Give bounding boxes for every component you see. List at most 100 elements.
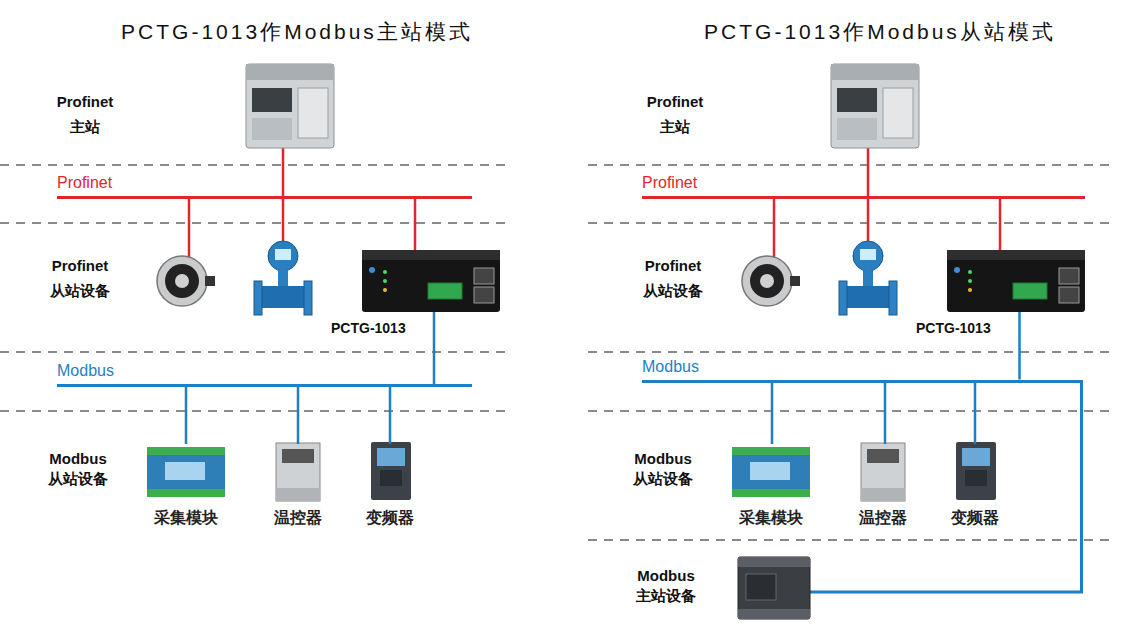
bus-line: Modbus: [642, 380, 1083, 383]
bus-connector: [974, 383, 977, 445]
gateway-led: [383, 288, 387, 292]
gateway-led: [383, 270, 387, 274]
plc-device: [246, 64, 334, 148]
tier-label: Modbus 主站设备: [621, 566, 711, 606]
gateway-port: [474, 287, 494, 303]
dashed-separator: [588, 539, 1110, 541]
bus-connector: [771, 383, 774, 445]
controller-display: [282, 449, 314, 463]
device-caption: PCTG-1013: [331, 319, 406, 337]
flowmeter-flange: [254, 281, 262, 315]
encoder-device: [157, 256, 215, 306]
bus-connector: [297, 387, 300, 444]
module-terminal: [147, 447, 225, 455]
device-box: 温控器: [272, 444, 324, 528]
module-label-plate: [165, 462, 205, 480]
module-terminal: [147, 489, 225, 497]
dashed-separator: [0, 410, 510, 412]
encoder-body: [157, 256, 207, 306]
encoder-face: [165, 264, 199, 298]
device-caption: 变频器: [336, 508, 444, 528]
gateway-port: [474, 268, 494, 284]
gateway-box: PCTG-1013: [362, 250, 500, 312]
encoder-cable: [205, 276, 215, 286]
dashed-separator: [0, 164, 510, 166]
device-caption: 采集模块: [700, 508, 842, 528]
bus-label: Profinet: [57, 173, 112, 193]
module-body: [147, 447, 225, 497]
controller-body: [276, 443, 320, 501]
profinet-drop: [188, 197, 191, 262]
bus-line: Profinet: [642, 196, 1085, 199]
profinet-drop: [282, 145, 285, 244]
plc-body: [246, 64, 334, 148]
encoder-shaft: [175, 274, 189, 288]
flowmeter-flange: [304, 281, 312, 315]
acquisition-module: [147, 447, 225, 497]
gateway-terminal: [428, 283, 462, 299]
bus-connector: [999, 199, 1002, 250]
dashed-separator: [588, 410, 1110, 412]
inverter-body: [371, 442, 411, 500]
bus-connector: [884, 383, 887, 445]
bus-label: Modbus: [57, 361, 114, 381]
flowmeter-display: [275, 249, 291, 260]
plc-top: [246, 64, 334, 80]
inverter-display: [377, 448, 405, 466]
flowmeter-device: [254, 241, 312, 315]
plc-terminal: [738, 557, 810, 567]
device-caption: 变频器: [921, 508, 1029, 528]
tier-label: Profinet 从站设备: [628, 253, 718, 303]
device-caption: PCTG-1013: [916, 319, 991, 337]
device-caption: 采集模块: [115, 508, 257, 528]
gateway-led: [383, 279, 387, 283]
device-box: 采集模块: [145, 444, 227, 528]
bus-connector: [414, 199, 417, 250]
tier-label: Modbus 从站设备: [33, 449, 123, 489]
controller-base: [276, 488, 320, 501]
panel-title: PCTG-1013作Modbus从站模式: [620, 18, 1140, 46]
gateway-body: [362, 250, 500, 312]
plc-cover: [298, 88, 328, 138]
device-illustrations: [147, 64, 500, 501]
modbus-bus-extension: [808, 381, 1082, 592]
tier-label: Profinet 主站: [630, 89, 720, 139]
device-caption: 温控器: [242, 508, 354, 528]
gateway-box: PCTG-1013: [947, 250, 1085, 312]
panel-title: PCTG-1013作Modbus主站模式: [37, 18, 557, 46]
tier-separators: [0, 165, 1110, 540]
modbus-master-plc: [738, 557, 810, 619]
gateway-top: [362, 250, 500, 260]
flowmeter-neck: [278, 270, 288, 286]
device-box: 变频器: [951, 444, 999, 528]
plc-panel: [746, 574, 776, 600]
bus-label: Modbus: [642, 357, 699, 377]
plc-panel: [252, 88, 292, 112]
frequency-inverter: [371, 442, 411, 500]
bus-line: Profinet: [57, 196, 472, 199]
dashed-separator: [0, 222, 510, 224]
tier-label: Modbus 从站设备: [618, 449, 708, 489]
gateway-device: [362, 250, 500, 312]
bus-connector: [389, 387, 392, 444]
dashed-separator: [588, 222, 1110, 224]
flowmeter-head: [268, 241, 298, 271]
device-illustrations-copy: [732, 64, 1085, 501]
tier-label: Profinet 从站设备: [35, 253, 125, 303]
device-box: 温控器: [857, 444, 909, 528]
plc-terminal: [738, 609, 810, 619]
bus-connector: [433, 312, 436, 384]
device-box: 采集模块: [730, 444, 812, 528]
plc-terminal: [252, 118, 292, 140]
inverter-keypad: [380, 470, 402, 486]
bus-connector: [185, 387, 188, 444]
tier-label: Profinet 主站: [40, 89, 130, 139]
bus-line: Modbus: [57, 384, 472, 387]
temperature-controller: [276, 443, 320, 501]
dashed-separator: [588, 351, 1110, 353]
dashed-separator: [588, 164, 1110, 166]
device-box: 变频器: [366, 444, 414, 528]
plc-body: [738, 557, 810, 619]
bus-connector: [1018, 312, 1021, 380]
